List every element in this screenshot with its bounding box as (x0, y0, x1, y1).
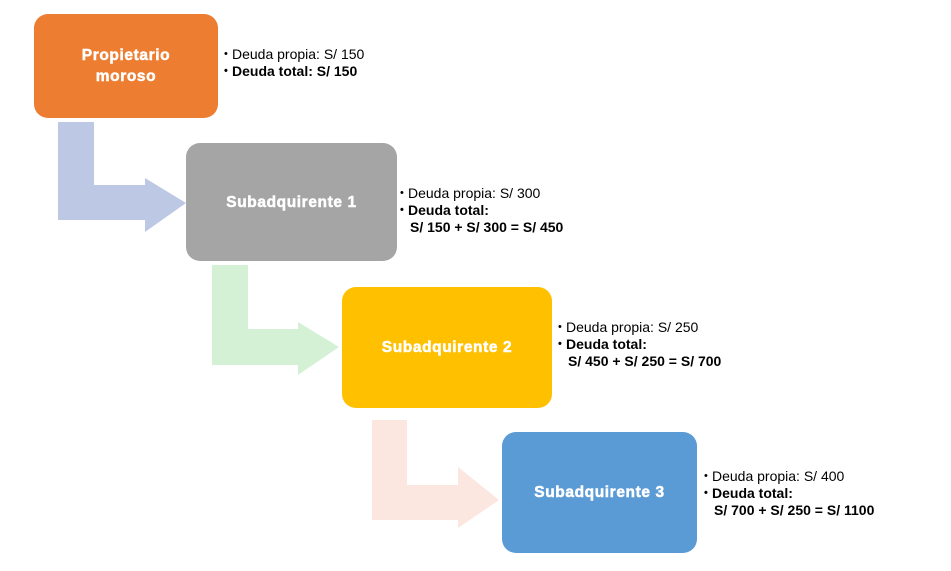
bent-arrow-2 (212, 265, 339, 375)
bent-arrow-1 (58, 122, 186, 232)
node-propietario-moroso: Propietario moroso (34, 14, 218, 118)
own-debt-text: Deuda propia: S/ 300 (400, 185, 563, 202)
total-debt-calc: S/ 700 + S/ 250 = S/ 1100 (714, 502, 875, 518)
node-subadquirente-1: Subadquirente 1 (186, 143, 397, 261)
debt-info-1: Deuda propia: S/ 300 Deuda total: S/ 150… (400, 185, 563, 236)
node-label: Subadquirente 3 (534, 484, 665, 502)
own-debt-text: Deuda propia: S/ 400 (704, 468, 874, 485)
own-debt-text: Deuda propia: S/ 250 (558, 319, 721, 336)
total-debt-label: Deuda total: (400, 202, 563, 219)
node-subadquirente-3: Subadquirente 3 (502, 432, 697, 553)
debt-info-2: Deuda propia: S/ 250 Deuda total: S/ 450… (558, 319, 721, 370)
total-debt-text: Deuda total: S/ 150 (224, 63, 364, 80)
total-debt-label: Deuda total: (704, 485, 874, 502)
debt-info-3: Deuda propia: S/ 400 Deuda total: S/ 700… (704, 468, 874, 519)
node-label: Subadquirente 1 (226, 193, 357, 211)
total-debt-calc: S/ 450 + S/ 250 = S/ 700 (568, 353, 722, 369)
total-debt-label: Deuda total: (558, 336, 721, 353)
total-debt-calc: S/ 150 + S/ 300 = S/ 450 (410, 219, 564, 235)
node-subadquirente-2: Subadquirente 2 (342, 287, 552, 408)
node-label-line: moroso (95, 68, 157, 86)
bent-arrow-3 (372, 420, 499, 528)
own-debt-text: Deuda propia: S/ 150 (224, 46, 364, 63)
debt-info-0: Deuda propia: S/ 150 Deuda total: S/ 150 (224, 46, 364, 80)
node-label-line: Propietario (81, 47, 171, 65)
node-label: Subadquirente 2 (381, 339, 513, 357)
